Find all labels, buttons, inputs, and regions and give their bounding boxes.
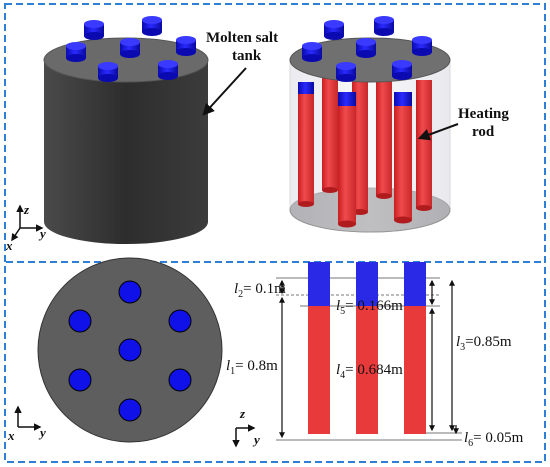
dim-label-l2: l2= 0.1m (234, 281, 286, 300)
cap (392, 60, 412, 80)
top-view-rod-hole (168, 368, 192, 392)
axis-3d-y: y (38, 226, 46, 241)
cap (142, 16, 162, 36)
cap (120, 38, 140, 58)
tank-callout-line1: Molten salt (206, 30, 278, 46)
top-view-rod-hole (118, 338, 142, 362)
axis-side-y: y (252, 432, 260, 447)
axis-side-z: z (239, 406, 246, 421)
axes-side-view: z y (232, 406, 260, 448)
rod-top-caps (302, 16, 432, 82)
cap (158, 60, 178, 80)
rod-callout-line2: rod (472, 124, 495, 140)
side-view (276, 262, 462, 441)
cap (374, 16, 394, 36)
cap (356, 38, 376, 58)
cap (324, 20, 344, 40)
heating-rod (298, 82, 314, 207)
heating-rods (298, 66, 432, 228)
cap (176, 36, 196, 56)
heating-rod (376, 66, 392, 199)
axes-3d: z y x (5, 202, 46, 253)
tank-callout-line2: tank (232, 48, 262, 64)
side-rod (308, 262, 330, 434)
side-rod (404, 262, 426, 434)
top-view (37, 257, 223, 443)
heating-rod (338, 92, 356, 228)
axis-top-y: y (38, 425, 46, 440)
cap (98, 62, 118, 82)
cap (336, 62, 356, 82)
heating-rod-assembly-3d (289, 16, 451, 233)
top-view-rod-hole (118, 398, 142, 422)
dim-label-l4: l4= 0.684m (336, 362, 403, 381)
axis-3d-x: x (5, 238, 13, 253)
molten-salt-tank-3d (43, 16, 209, 244)
axis-3d-z: z (23, 202, 30, 217)
tank-callout-arrow (202, 67, 247, 116)
axis-top-x: x (7, 428, 15, 443)
axes-top-view: x y (7, 405, 46, 443)
top-view-rod-hole (118, 280, 142, 304)
dashed-frame (4, 3, 546, 463)
top-view-rod-hole (168, 309, 192, 333)
side-rod (356, 262, 378, 434)
cap (302, 42, 322, 62)
rod-callout-arrow (417, 123, 459, 141)
heating-rod (394, 92, 412, 224)
dim-label-l1: l1= 0.8m (226, 358, 278, 377)
heating-rod (322, 70, 338, 193)
dim-label-l5: l5= 0.166m (336, 298, 403, 317)
tank-top-caps (66, 16, 196, 82)
cap (66, 42, 86, 62)
rod-callout-line1: Heating (458, 106, 509, 122)
cap (412, 36, 432, 56)
heating-rod (416, 80, 432, 211)
dim-label-l6: l6= 0.05m (464, 430, 524, 449)
top-view-rod-hole (68, 309, 92, 333)
dim-label-l3: l3=0.85m (456, 334, 512, 353)
top-view-rod-hole (68, 368, 92, 392)
cap (84, 20, 104, 40)
